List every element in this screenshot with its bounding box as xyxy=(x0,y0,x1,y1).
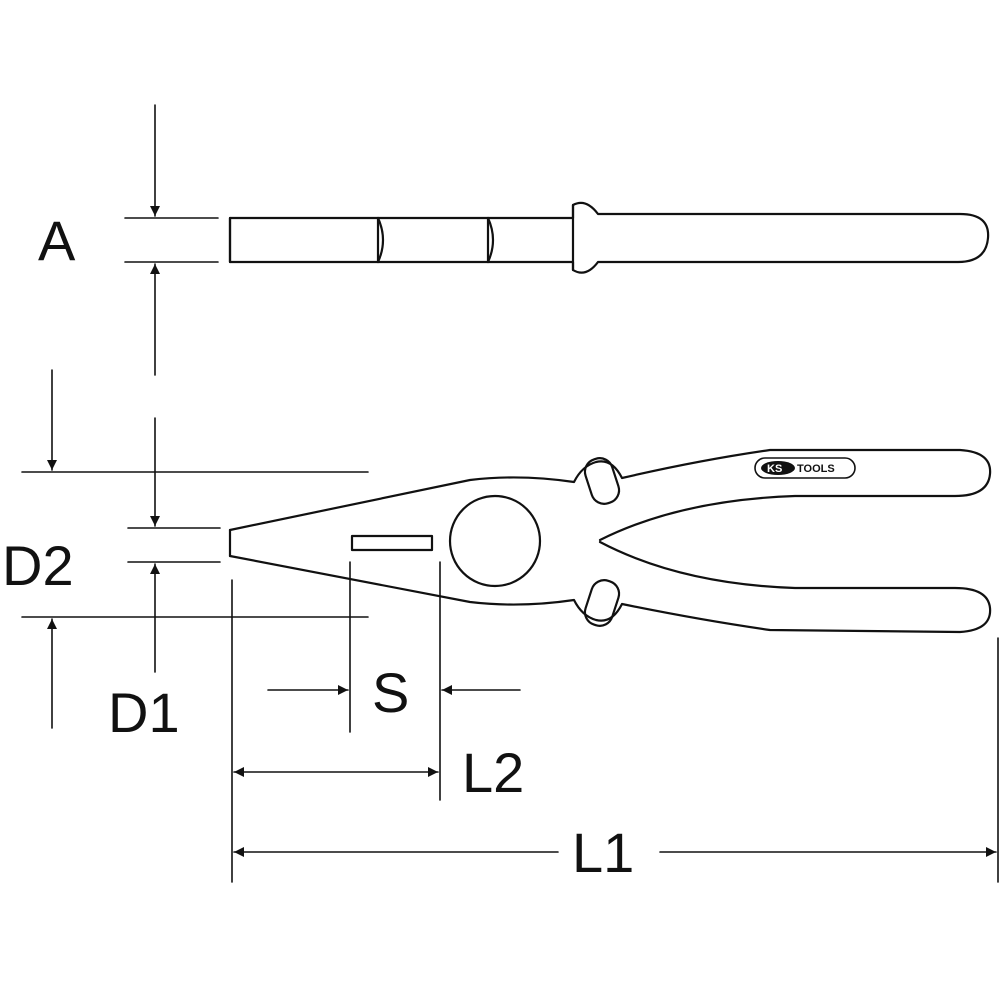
label-d1: D1 xyxy=(108,681,180,744)
ks-tools-logo: KS TOOLS xyxy=(761,461,835,475)
pliers-side-view xyxy=(228,201,990,274)
logo-tools: TOOLS xyxy=(797,463,835,475)
dimension-lines xyxy=(21,104,999,883)
pliers-plan-view xyxy=(228,448,992,634)
label-d2: D2 xyxy=(2,534,74,597)
label-l2: L2 xyxy=(462,741,524,804)
label-l1: L1 xyxy=(572,821,634,884)
logo-ks: KS xyxy=(767,463,782,475)
label-a: A xyxy=(38,209,76,272)
label-s: S xyxy=(372,661,409,724)
